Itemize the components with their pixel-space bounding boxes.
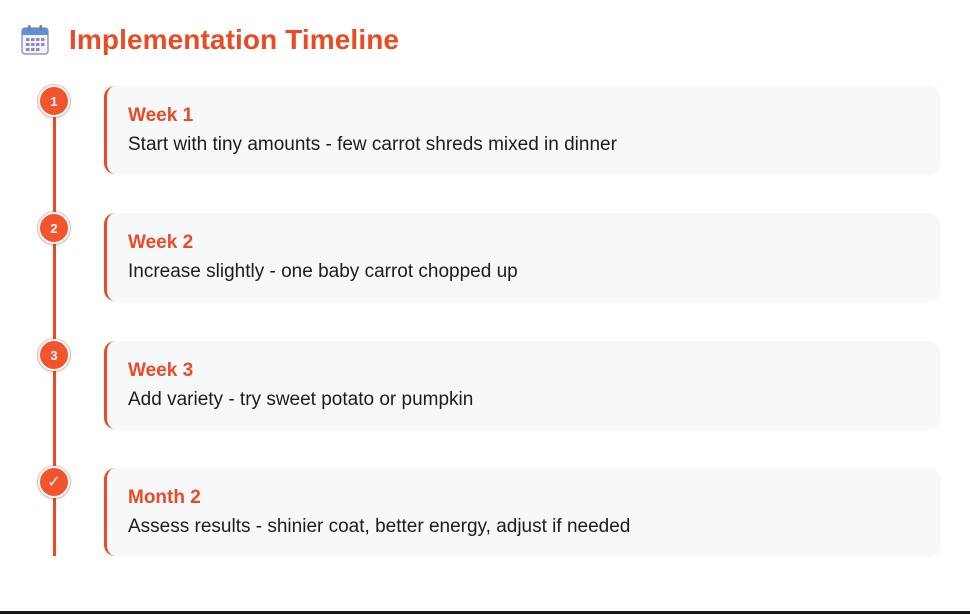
timeline-card: Week 1 Start with tiny amounts - few car… [104, 86, 940, 174]
timeline-marker: 1 [38, 85, 70, 117]
timeline-marker: 2 [38, 212, 70, 244]
timeline-marker: 3 [38, 339, 70, 371]
timeline-card-title: Week 3 [128, 360, 194, 381]
timeline-card: Month 2 Assess results - shinier coat, b… [104, 468, 940, 556]
page-header: Implementation Timeline [20, 22, 399, 58]
timeline-card-title: Week 2 [128, 232, 194, 253]
page-title: Implementation Timeline [69, 24, 400, 55]
timeline-marker-check-icon: ✓ [38, 466, 70, 498]
timeline-card-title: Week 1 [128, 105, 194, 126]
calendar-icon [21, 25, 49, 55]
timeline-card-text: Start with tiny amounts - few carrot shr… [128, 134, 617, 155]
timeline-card-text: Increase slightly - one baby carrot chop… [128, 261, 518, 282]
timeline-card: Week 3 Add variety - try sweet potato or… [104, 341, 940, 429]
timeline-card-text: Add variety - try sweet potato or pumpki… [128, 389, 474, 410]
timeline-card-title: Month 2 [128, 487, 201, 508]
timeline-card-text: Assess results - shinier coat, better en… [128, 516, 631, 537]
bottom-divider [0, 611, 970, 614]
timeline-card: Week 2 Increase slightly - one baby carr… [104, 213, 940, 301]
timeline-line [53, 98, 56, 556]
